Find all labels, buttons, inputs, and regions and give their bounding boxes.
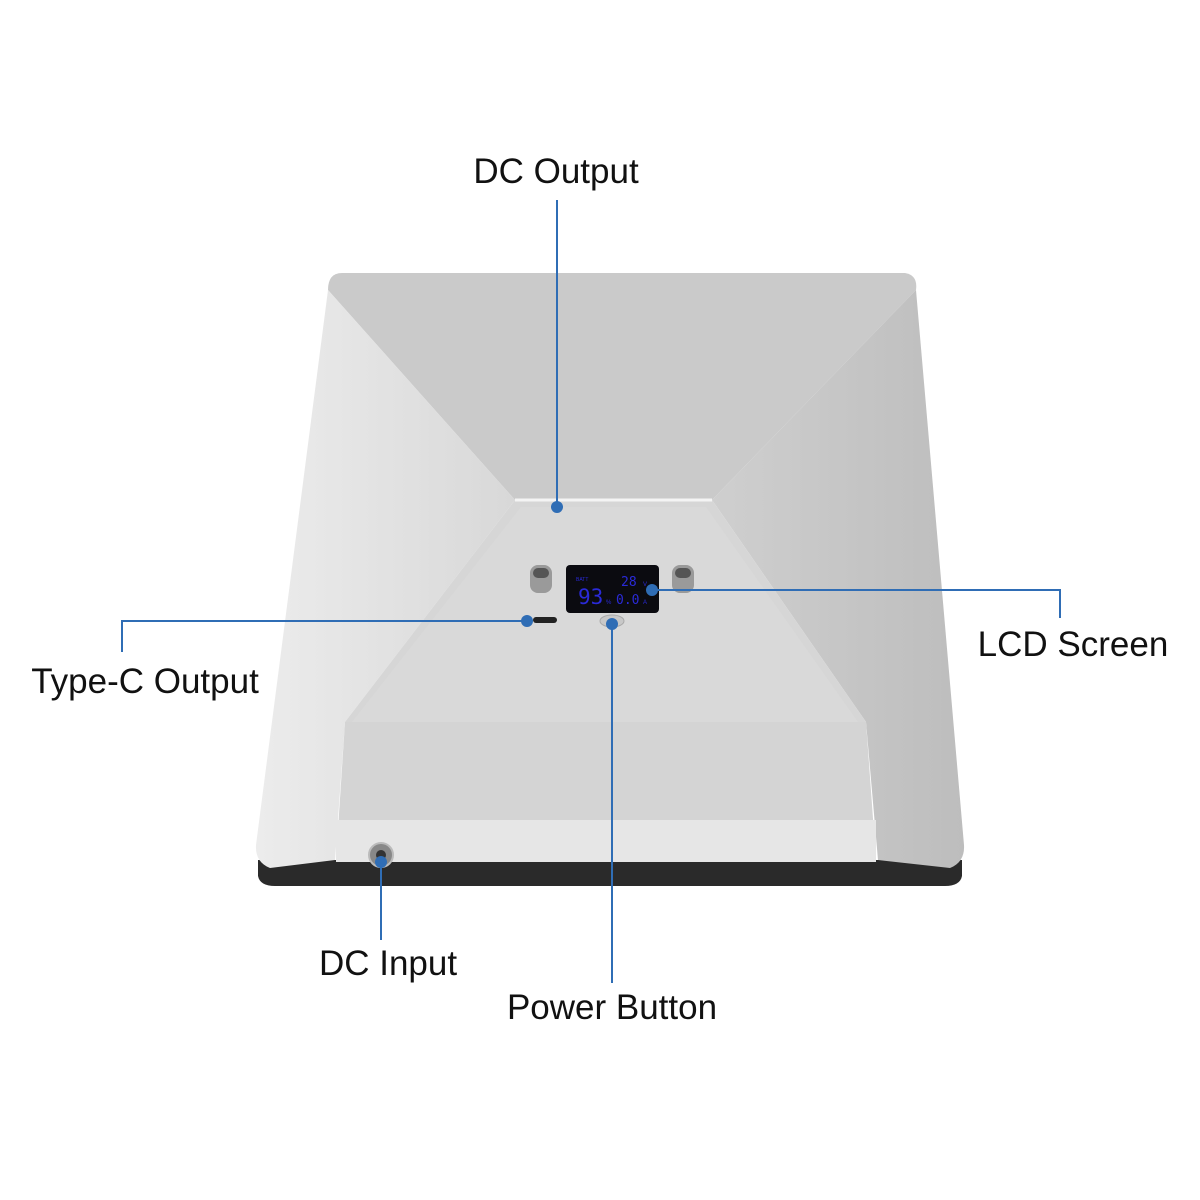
lcd-percent: 93 — [578, 585, 603, 609]
label-type-c-output: Type-C Output — [31, 662, 259, 701]
callout-dot — [521, 615, 533, 627]
lcd-screen — [566, 565, 659, 613]
callout-dot — [646, 584, 658, 596]
callout-dot — [606, 618, 618, 630]
callout-line-type-c — [121, 620, 527, 652]
callout-line-lcd — [652, 589, 1061, 618]
callout-dot — [375, 856, 387, 868]
label-lcd-screen: LCD Screen — [977, 625, 1169, 664]
lcd-voltage: 28 — [621, 575, 637, 590]
svg-text:A: A — [643, 600, 647, 606]
callout-dot — [551, 501, 563, 513]
svg-text:%: % — [606, 600, 612, 606]
lcd-current: 0.0 — [616, 593, 639, 608]
label-dc-output: DC Output — [473, 152, 639, 191]
label-power-button: Power Button — [506, 988, 718, 1027]
base-strip — [258, 860, 962, 886]
callout-lines — [121, 200, 1061, 983]
svg-text:V: V — [643, 582, 647, 588]
knob-right-icon — [672, 565, 694, 593]
svg-text:BATT: BATT — [576, 577, 588, 583]
label-dc-input: DC Input — [318, 944, 458, 983]
knob-left-icon — [530, 565, 552, 593]
type-c-port — [533, 617, 557, 623]
callout-dots — [375, 501, 658, 868]
